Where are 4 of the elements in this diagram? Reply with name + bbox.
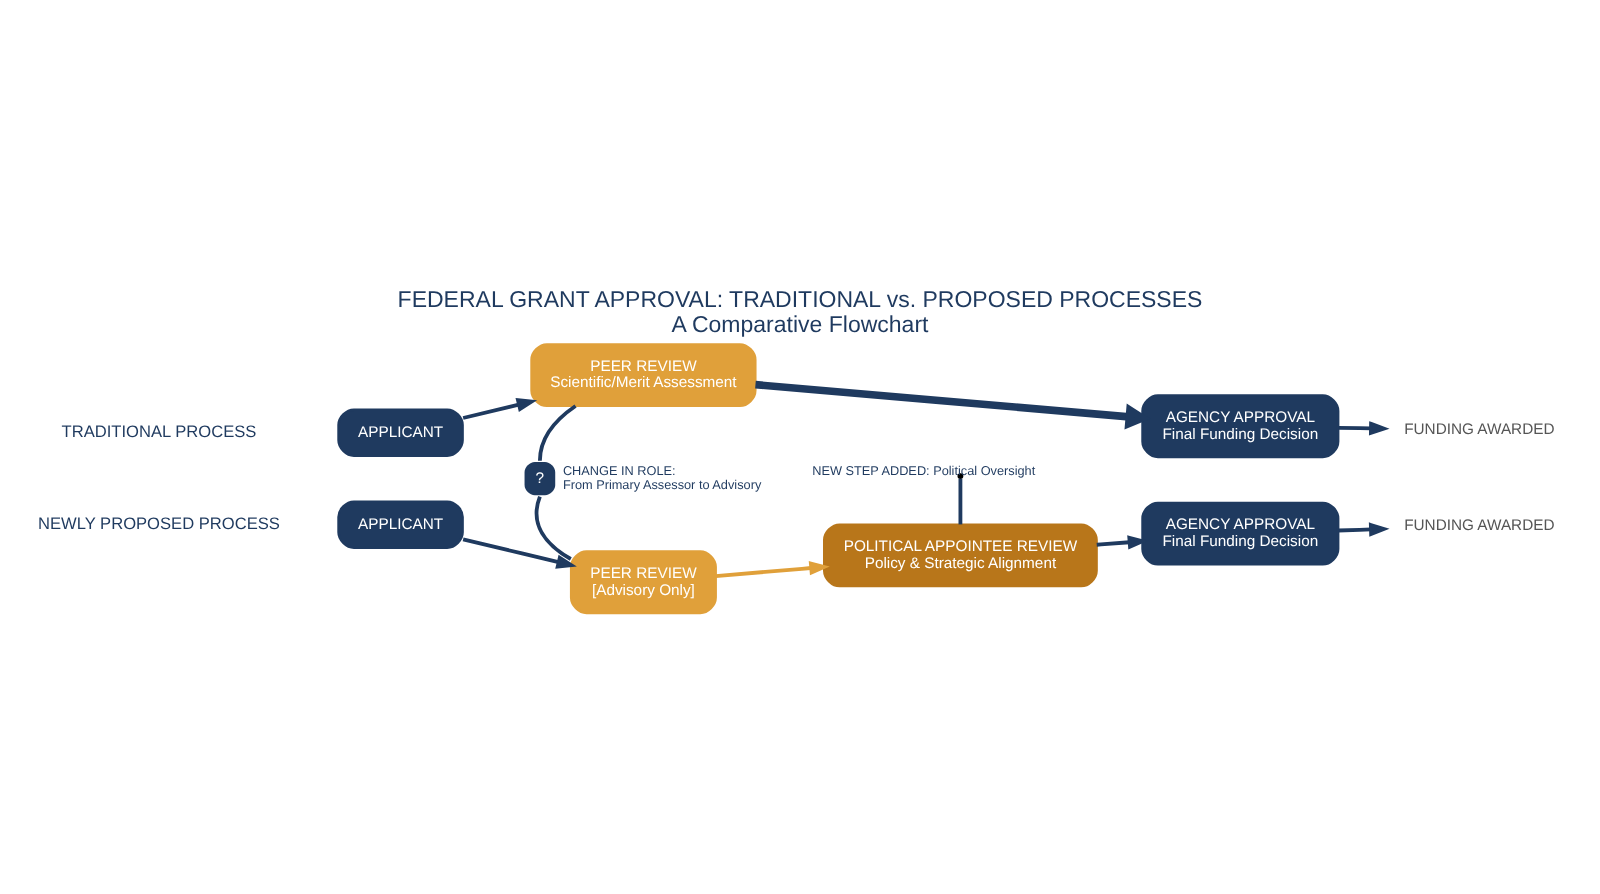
caption: A Comparative Flowchart bbox=[671, 313, 929, 338]
diagram-title: FEDERAL GRANT APPROVAL: TRADITIONAL vs. PROPOSED PROCESSES bbox=[397, 287, 1203, 312]
label: TRADITIONAL PROCESS bbox=[61, 420, 257, 441]
label: NEWLY PROPOSED PROCESS bbox=[38, 512, 280, 533]
